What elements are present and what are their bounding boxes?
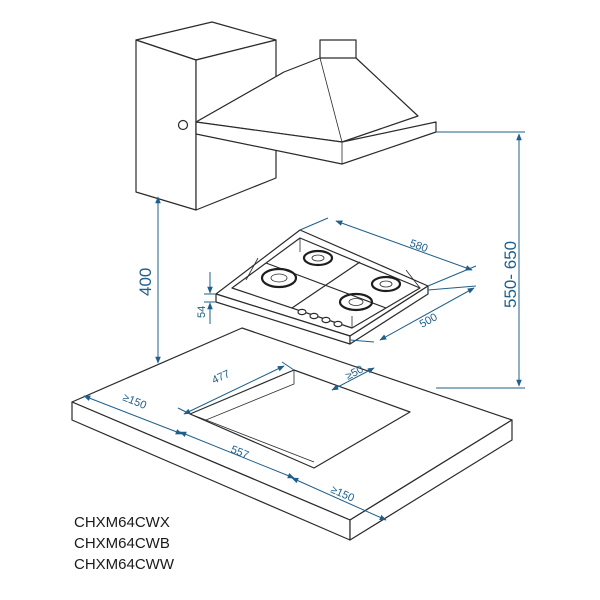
- hood-chimney: [319, 39, 357, 61]
- model-list: CHXM64CWX CHXM64CWB CHXM64CWW: [74, 512, 174, 575]
- burner-front-right-icon: [338, 292, 374, 312]
- dimension-lines: [83, 131, 525, 521]
- model-name: CHXM64CWB: [74, 535, 170, 552]
- dim-hood-range-label: 550- 650: [501, 241, 520, 308]
- gas-hob: [215, 229, 429, 345]
- model-name: CHXM64CWX: [74, 514, 170, 531]
- model-name: CHXM64CWW: [74, 556, 174, 573]
- dim-hob-depth-label: 500: [418, 311, 440, 330]
- dim-hood-height-label: 400: [136, 268, 155, 296]
- countertop-side: [349, 419, 513, 541]
- range-hood: [135, 21, 437, 211]
- dim-hob-width-label: 580: [408, 238, 429, 256]
- hob-control-knobs: [297, 308, 343, 328]
- dim-hob-height-label: 54: [196, 306, 208, 318]
- countertop: [71, 327, 513, 541]
- cabinet-knob-icon: [177, 119, 189, 131]
- burner-back-left-icon: [302, 249, 334, 267]
- burner-front-left-icon: [260, 267, 298, 289]
